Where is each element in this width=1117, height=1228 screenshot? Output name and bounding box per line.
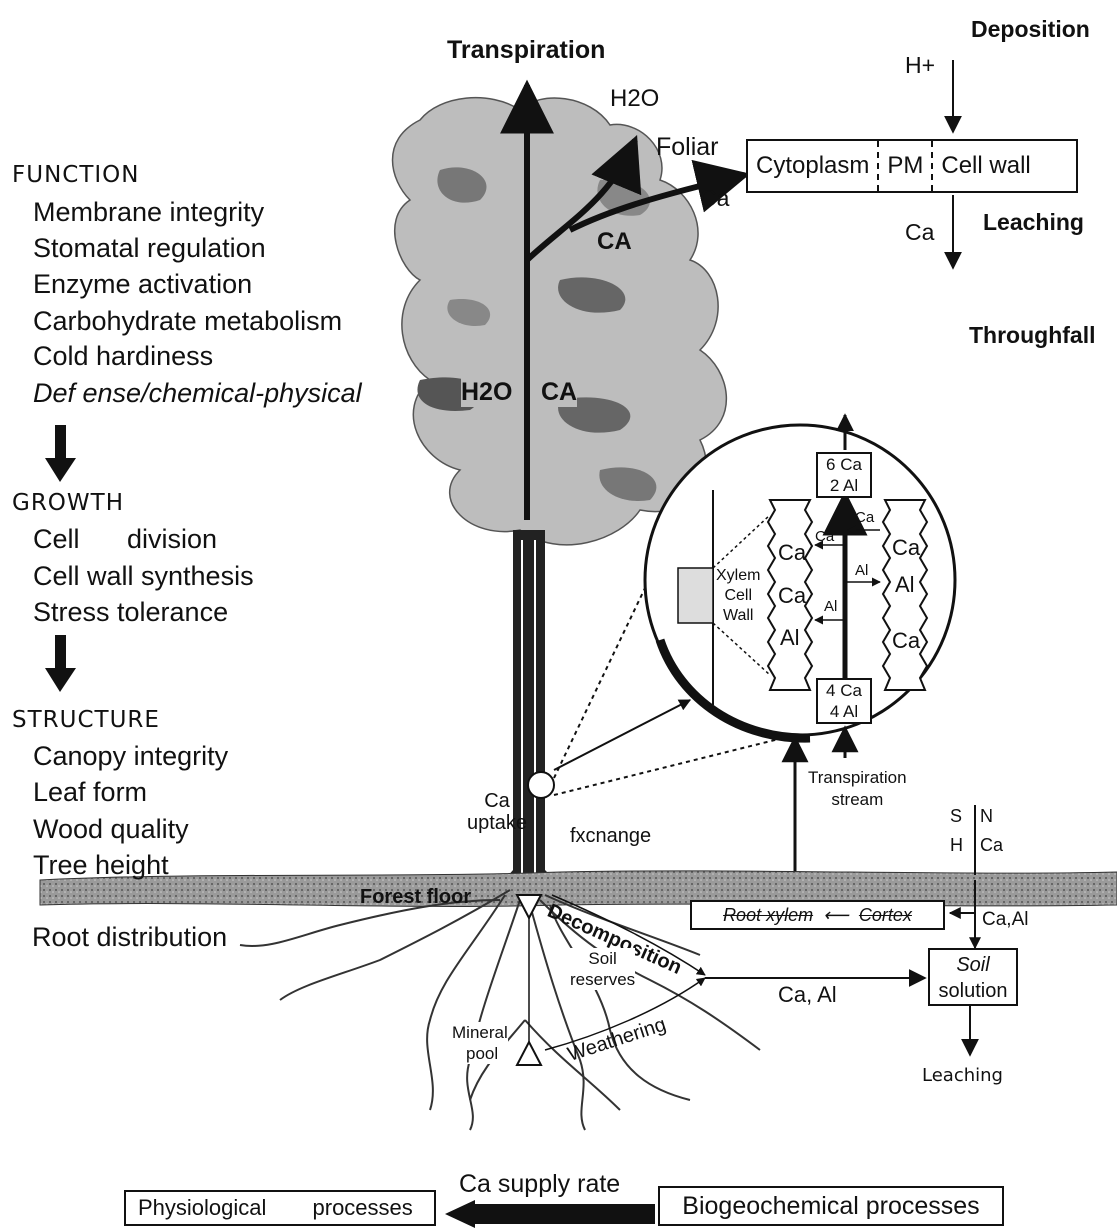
ca-al-root-label: Ca,Al [982,909,1028,931]
h2o-label: H2O [610,85,659,113]
cortex-label: Cortex [859,905,912,926]
structure-item: Leaf form [33,777,147,808]
xylem-ca-left-label: Ca [815,528,834,545]
growth-item: Stress tolerance [33,597,228,628]
tree-canopy [393,98,727,545]
function-heading: FUNCTION [12,162,139,188]
growth-heading: GROWTH [12,490,124,516]
roots [240,890,760,1130]
foliar-ca-label: Ca [700,185,729,212]
xylem-left-column-value: Ca [778,583,806,609]
cell-wall-label: Cell wall [931,141,1038,191]
h-plus-label: H+ [905,52,935,79]
ca-uptake-label: Ca uptake [467,790,527,834]
xylem-bottom-box: 4 Ca 4 Al [816,678,872,724]
function-item: Enzyme activation [33,269,252,300]
xylem-ca-right-label: Ca [855,509,874,526]
xylem-right-column-value: Al [895,572,915,598]
structure-item: Tree height [33,850,169,881]
leaching-soil-label: Leaching [922,1065,1003,1086]
xylem-al-left-label: Al [824,598,837,615]
throughfall-label: Throughfall [969,322,1095,349]
forest-floor-band [40,871,1117,907]
pm-label: PM [877,141,931,191]
function-to-growth-arrow [45,425,76,482]
exchange-label: fxcnange [570,825,651,848]
trunk-ca-label: CA [541,378,577,407]
structure-item: Canopy integrity [33,741,228,772]
function-item: Def ense/chemical-physical [33,378,362,409]
foliar-label: Foliar [656,133,719,162]
s-label: S [950,806,962,827]
transpiration-title: Transpiration [447,36,605,65]
cell-compartment-box: Cytoplasm PM Cell wall [746,139,1078,193]
deposition-label: Deposition [971,16,1090,43]
xylem-al-right-label: Al [855,562,868,579]
xylem-right-column-value: Ca [892,628,920,654]
root-xylem-label: Root xylem [723,905,813,926]
ca-supply-arrow [445,1200,655,1228]
xylem-left-column-value: Ca [778,540,806,566]
cytoplasm-label: Cytoplasm [748,141,877,191]
xylem-left-column-value: Al [780,625,800,651]
xylem-cell-wall-label: Xylem Cell Wall [716,566,760,626]
crown-ca-label: CA [597,228,632,256]
xylem-right-column-value: Ca [892,535,920,561]
leaching-ca-label: Ca [905,219,934,246]
soil-solution-box: Soil solution [928,948,1018,1006]
growth-item: Cell division [33,524,217,555]
soil-reserves-label: Soil reserves [570,948,635,990]
trunk-h2o-label: H2O [461,378,512,407]
cortex-arrow-icon: ⟵ [823,905,849,926]
h-label: H [950,835,963,856]
root-xylem-cortex-box: Root xylem ⟵ Cortex [690,900,945,930]
function-item: Carbohydrate metabolism [33,306,342,337]
leaching-top-label: Leaching [983,209,1084,236]
root-distribution-label: Root distribution [32,922,227,953]
ca-supply-rate-label: Ca supply rate [459,1170,620,1199]
n-label: N [980,806,993,827]
biogeochemical-processes-box: Biogeochemical processes [658,1186,1004,1226]
transpiration-stream-label: Transpiration stream [808,767,907,811]
ca-label: Ca [980,835,1003,856]
growth-item: Cell wall synthesis [33,561,254,592]
function-item: Membrane integrity [33,197,264,228]
structure-heading: STRUCTURE [12,707,160,733]
structure-item: Wood quality [33,814,189,845]
function-item: Cold hardiness [33,341,213,372]
ca-al-label: Ca, Al [778,982,837,1008]
xylem-sample-point [528,772,554,798]
physiological-processes-box: Physiological processes [124,1190,436,1226]
mineral-pool-label: Mineral pool [452,1022,508,1064]
function-item: Stomatal regulation [33,233,266,264]
growth-to-structure-arrow [45,635,76,692]
xylem-top-box: 6 Ca 2 Al [816,452,872,498]
forest-floor-label: Forest floor [360,886,471,909]
